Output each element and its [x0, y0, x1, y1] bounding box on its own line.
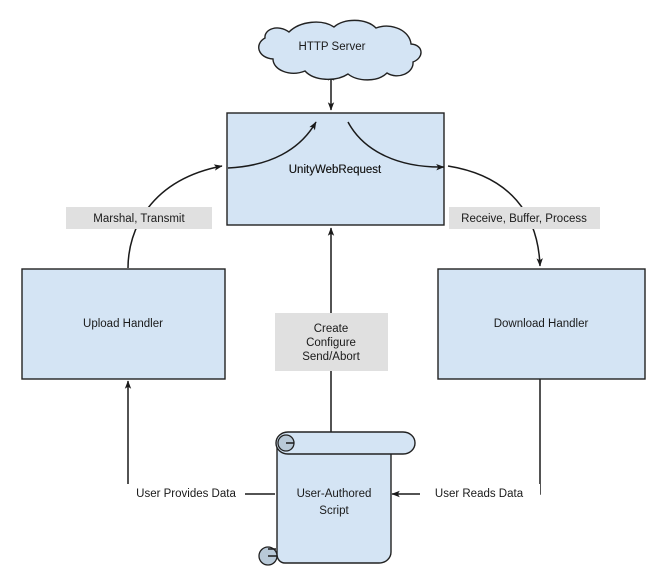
send-abort-label: Send/Abort — [302, 351, 360, 363]
receive-buffer-process-label-bg — [449, 207, 600, 229]
edge-label-user-reads-data: User Reads Data — [420, 484, 540, 504]
user-reads-data-label-bg — [420, 484, 540, 504]
user-authored-script-label-line1: User-Authored — [297, 488, 372, 500]
marshal-transmit-label-bg — [66, 207, 212, 229]
edge-inner-curve-tips: UnityWebRequest — [227, 121, 445, 176]
user-provides-data-label-bg — [126, 484, 245, 504]
user-provides-data-label: User Provides Data — [136, 488, 236, 500]
edge-label-create-configure-send: Create Configure Send/Abort — [275, 313, 388, 371]
node-user-authored-script[interactable]: User-Authored Script — [258, 431, 416, 566]
configure-label: Configure — [306, 337, 356, 349]
marshal-transmit-label: Marshal, Transmit — [93, 213, 185, 225]
create-label: Create — [314, 323, 349, 335]
receive-buffer-process-label: Receive, Buffer, Process — [461, 213, 587, 225]
script-top-roll — [275, 431, 416, 455]
edge-request-to-download — [447, 165, 543, 267]
node-download-handler[interactable]: Download Handler — [437, 268, 646, 380]
edge-download-curve-inside — [347, 121, 445, 171]
edge-label-marshal-transmit: Marshal, Transmit — [66, 207, 212, 229]
edge-label-user-provides-data: User Provides Data — [126, 484, 245, 504]
edge-label-receive-buffer-process: Receive, Buffer, Process — [449, 207, 600, 229]
create-configure-send-label-bg — [275, 313, 388, 371]
node-http-server[interactable]: HTTP Server — [258, 19, 422, 81]
user-authored-script-label-line2: Script — [319, 505, 349, 517]
edge-download-to-script-path — [391, 379, 541, 498]
script-sheet — [276, 439, 392, 564]
user-reads-data-label: User Reads Data — [435, 488, 524, 500]
node-upload-handler[interactable]: Upload Handler — [21, 268, 226, 380]
http-server-label: HTTP Server — [299, 41, 366, 53]
unity-web-request-label: UnityWebRequest — [289, 164, 382, 176]
edge-download-to-script — [391, 379, 541, 498]
upload-handler-label: Upload Handler — [83, 318, 163, 330]
edge-request-to-download-path — [447, 165, 543, 267]
upload-handler-box — [21, 268, 226, 380]
edge-upload-curve-inside — [227, 121, 317, 169]
download-handler-label: Download Handler — [494, 318, 589, 330]
edge-script-to-upload-path — [124, 380, 275, 495]
http-server-cloud-shape — [258, 19, 422, 81]
download-handler-box — [437, 268, 646, 380]
edge-script-to-upload — [124, 380, 275, 495]
unity-web-request-label-overlay: UnityWebRequest — [289, 164, 382, 176]
